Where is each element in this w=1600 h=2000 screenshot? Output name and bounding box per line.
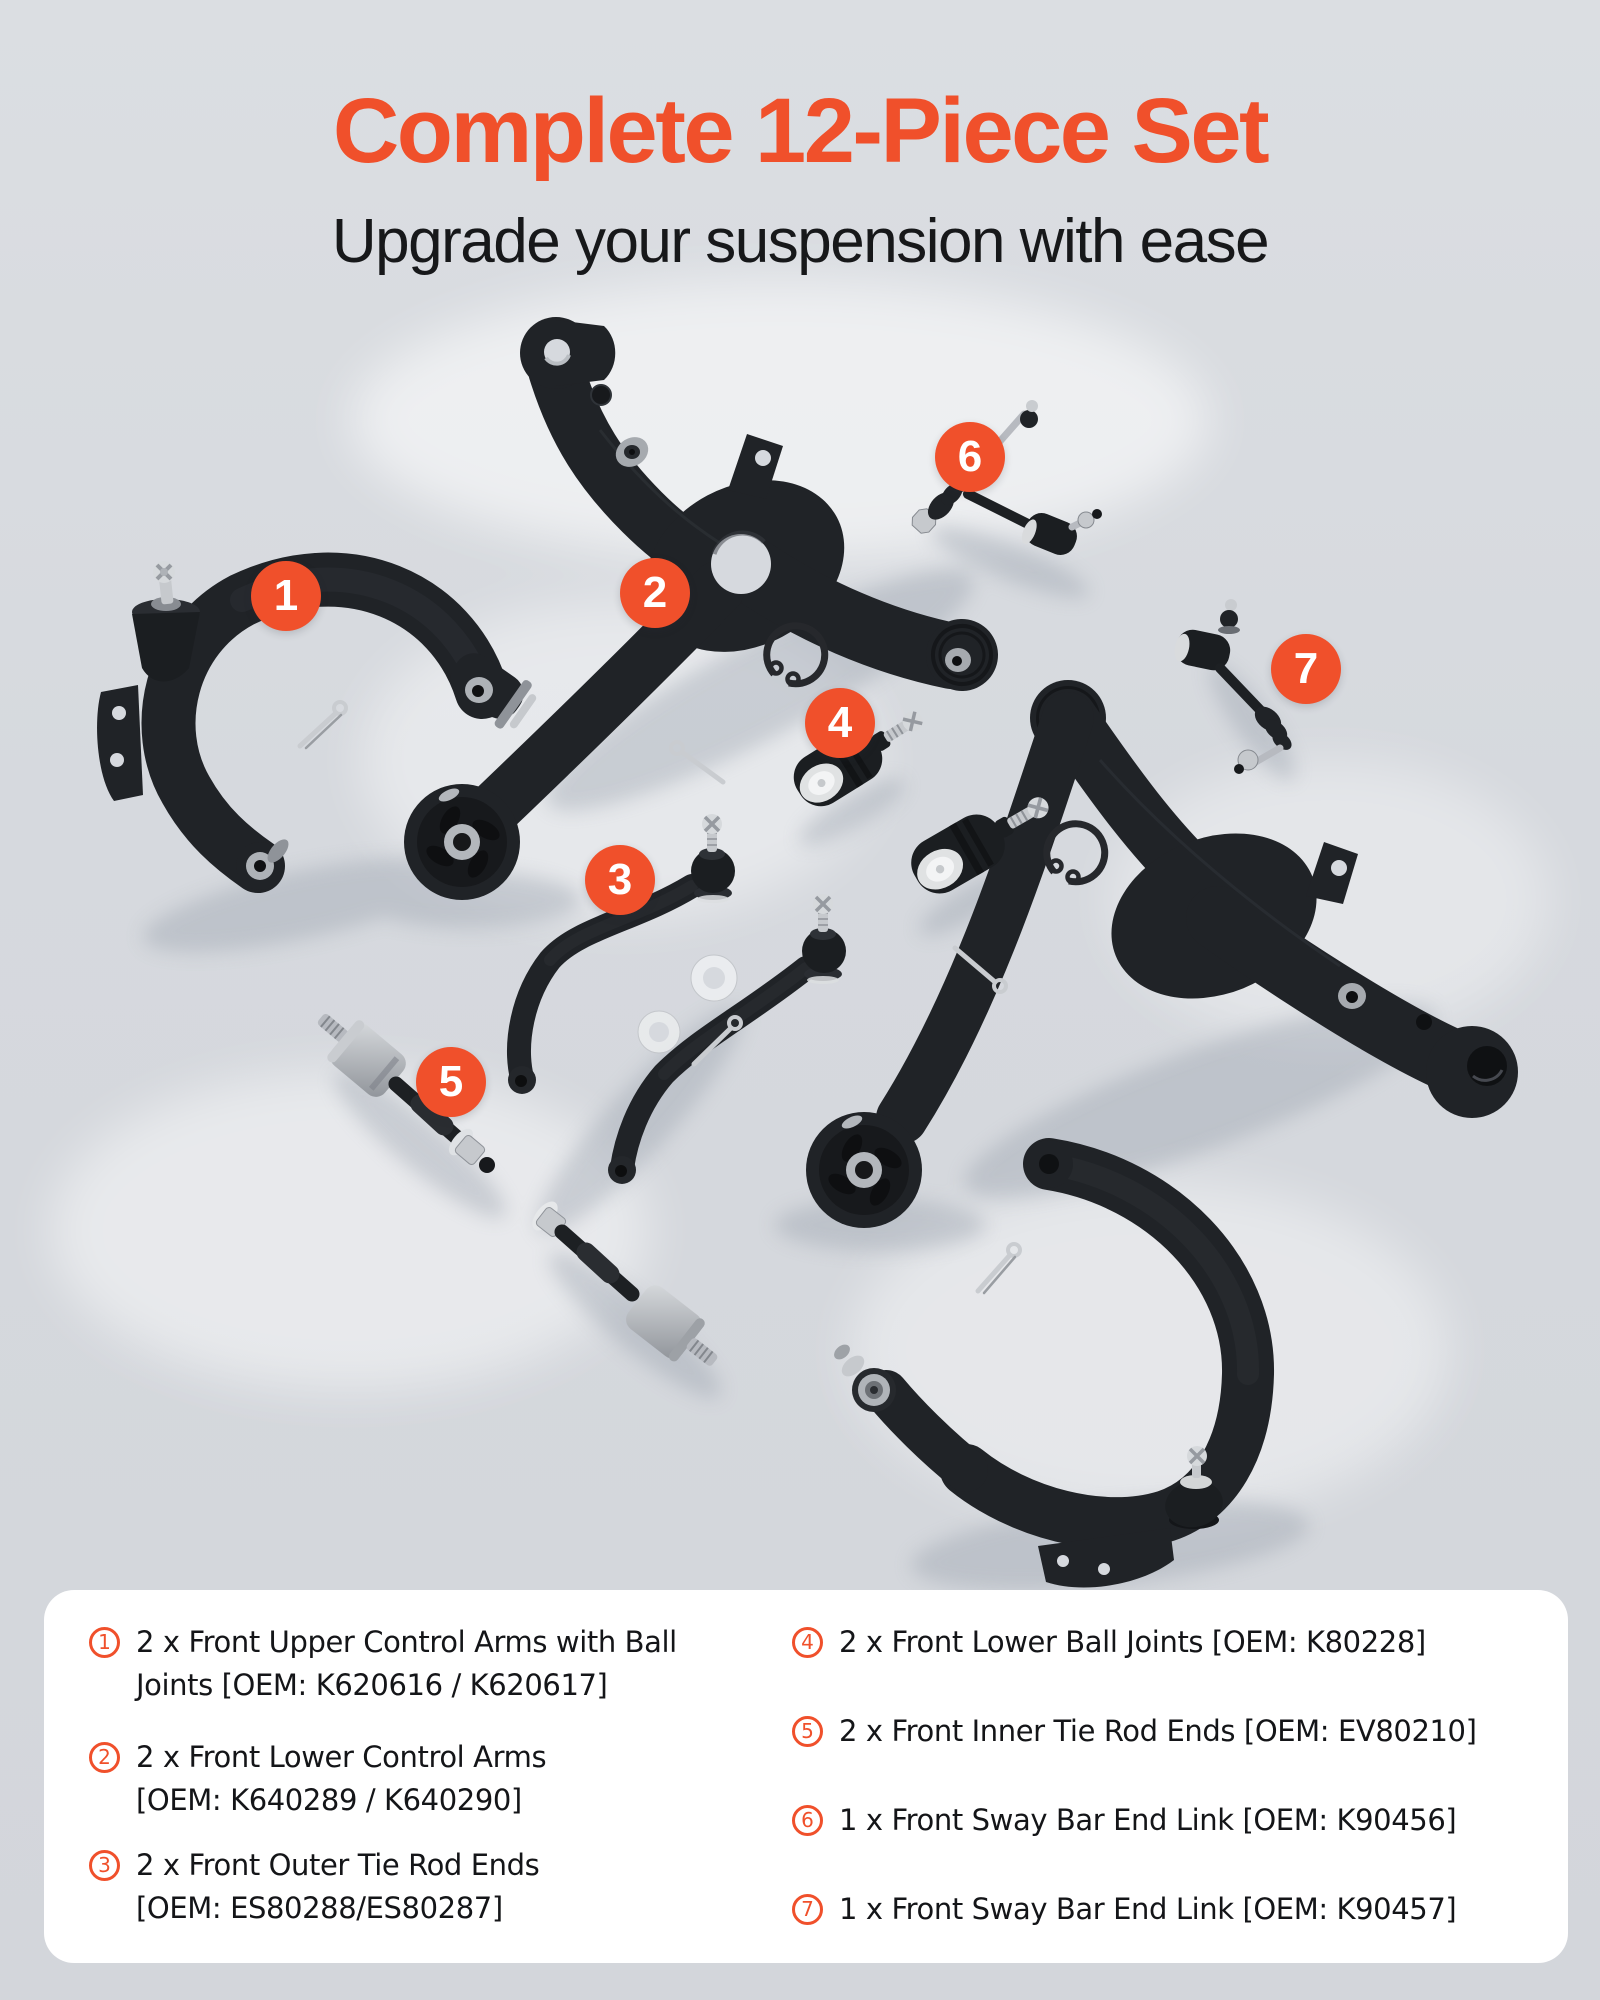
front-sway-bar-end-link-right — [1174, 599, 1292, 774]
legend-column-left: 1 2 x Front Upper Control Arms with Ball… — [89, 1621, 749, 1930]
legend-number-3: 3 — [89, 1850, 120, 1881]
page-subtitle: Upgrade your suspension with ease — [331, 207, 1270, 276]
part-badge-5: 5 — [416, 1047, 486, 1117]
legend-label-5: 2 x Front Inner Tie Rod Ends [OEM: EV802… — [839, 1714, 1477, 1748]
front-inner-tie-rod-ends — [317, 1013, 718, 1366]
legend-label-1: 2 x Front Upper Control Arms with Ball J… — [136, 1625, 677, 1702]
legend-number-6: 6 — [792, 1805, 823, 1836]
part-badge-3: 3 — [585, 845, 655, 915]
legend-column-right: 4 2 x Front Lower Ball Joints [OEM: K802… — [792, 1621, 1532, 1931]
legend-label-4: 2 x Front Lower Ball Joints [OEM: K80228… — [839, 1625, 1426, 1659]
legend-label-7: 1 x Front Sway Bar End Link [OEM: K90457… — [839, 1892, 1457, 1926]
front-outer-tie-rod-ends — [507, 814, 846, 1184]
legend-number-1: 1 — [89, 1627, 120, 1658]
front-lower-control-arm-left — [404, 317, 998, 900]
front-sway-bar-end-link-left — [911, 400, 1102, 555]
legend-item-6: 6 1 x Front Sway Bar End Link [OEM: K904… — [792, 1799, 1532, 1842]
legend-number-5: 5 — [792, 1716, 823, 1747]
legend-number-7: 7 — [792, 1894, 823, 1925]
part-badge-7: 7 — [1271, 634, 1341, 704]
cotter-pin — [297, 700, 348, 750]
part-badge-4: 4 — [805, 688, 875, 758]
part-badge-1: 1 — [251, 561, 321, 631]
legend-label-6: 1 x Front Sway Bar End Link [OEM: K90456… — [839, 1803, 1457, 1837]
front-upper-control-arm-right — [834, 1138, 1275, 1588]
legend-item-4: 4 2 x Front Lower Ball Joints [OEM: K802… — [792, 1621, 1532, 1664]
part-badge-6: 6 — [935, 422, 1005, 492]
snap-ring — [1043, 820, 1109, 886]
legend-number-2: 2 — [89, 1742, 120, 1773]
front-lower-control-arm-right — [806, 680, 1518, 1228]
legend-number-4: 4 — [792, 1627, 823, 1658]
parts-legend-card: 1 2 x Front Upper Control Arms with Ball… — [44, 1590, 1568, 1963]
page-title: Complete 12-Piece Set — [332, 80, 1270, 182]
cotter-pin — [975, 1242, 1022, 1295]
legend-item-2: 2 2 x Front Lower Control Arms [OEM: K64… — [89, 1736, 749, 1822]
legend-item-3: 3 2 x Front Outer Tie Rod Ends [OEM: ES8… — [89, 1844, 749, 1930]
legend-item-5: 5 2 x Front Inner Tie Rod Ends [OEM: EV8… — [792, 1710, 1532, 1753]
legend-item-1: 1 2 x Front Upper Control Arms with Ball… — [89, 1621, 749, 1707]
part-badge-2: 2 — [620, 558, 690, 628]
washer — [637, 954, 738, 1054]
legend-label-2: 2 x Front Lower Control Arms [OEM: K6402… — [136, 1740, 547, 1817]
cotter-pin — [669, 740, 1008, 1067]
snap-ring — [763, 622, 829, 688]
legend-item-7: 7 1 x Front Sway Bar End Link [OEM: K904… — [792, 1888, 1532, 1931]
legend-label-3: 2 x Front Outer Tie Rod Ends [OEM: ES802… — [136, 1848, 540, 1925]
